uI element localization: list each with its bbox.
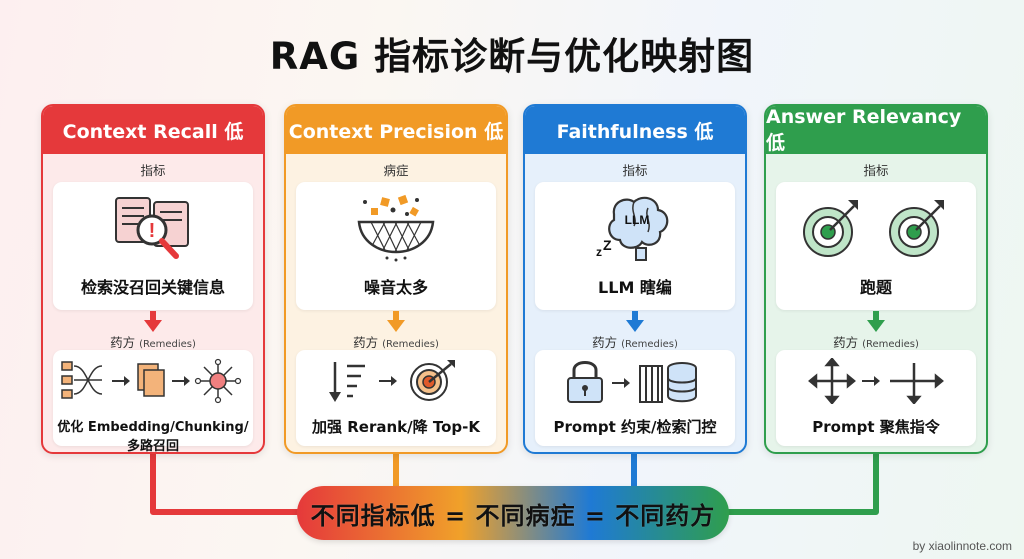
symptom-panel: 跑题 [776, 182, 976, 310]
remedy-text: 加强 Rerank/降 Top-K [312, 418, 480, 436]
symptom-panel: ! 检索没召回关键信息 [53, 182, 253, 310]
summary-banner: 不同指标低 = 不同病症 = 不同药方 [297, 486, 729, 540]
remedy-panel: Prompt 聚焦指令 [776, 350, 976, 446]
embedding-chunking-network-icon [53, 356, 253, 406]
remedy-label: 药方 (Remedies) [525, 332, 745, 351]
section-label: 指标 [140, 163, 166, 178]
card-header: Context Recall 低 [43, 106, 263, 154]
symptom-panel: LLM z Z LLM 瞎编 [535, 182, 735, 310]
symptom-text: 检索没召回关键信息 [80, 278, 225, 297]
missed-target-icon [776, 190, 976, 266]
remedy-label: 药方 (Remedies) [286, 332, 506, 351]
section-label: 指标 [863, 163, 889, 178]
rerank-target-icon [296, 356, 496, 406]
page-title: RAG 指标诊断与优化映射图 [269, 35, 755, 78]
remedy-label-en: (Remedies) [382, 339, 439, 350]
focus-arrows-icon [776, 356, 976, 406]
remedy-label-en: (Remedies) [139, 339, 196, 350]
sleeping-llm-brain-icon: LLM z Z [535, 190, 735, 266]
remedy-label-en: (Remedies) [621, 339, 678, 350]
arrow-down-icon [525, 311, 745, 333]
llm-label: LLM [625, 213, 650, 227]
document-magnifier-icon: ! [53, 190, 253, 266]
arrow-down-icon [766, 311, 986, 333]
card-header: Answer Relevancy 低 [766, 106, 986, 154]
remedy-label-zh: 药方 [353, 335, 379, 350]
card-context-recall: Context Recall 低 指标 ! 检索没召回关键信息 [41, 104, 265, 454]
remedy-text: 优化 Embedding/Chunking/多路召回 [57, 420, 249, 454]
remedy-label: 药方 (Remedies) [766, 332, 986, 351]
card-context-precision: Context Precision 低 病症 噪音 [284, 104, 508, 454]
card-faithfulness: Faithfulness 低 指标 LLM z Z LLM 瞎编 药方 (Rem… [523, 104, 747, 454]
svg-text:Z: Z [603, 237, 612, 253]
remedy-label-zh: 药方 [110, 335, 136, 350]
arrow-down-icon [43, 311, 263, 333]
connector-red [150, 452, 300, 515]
remedy-label: 药方 (Remedies) [43, 332, 263, 351]
remedy-panel: 加强 Rerank/降 Top-K [296, 350, 496, 446]
arrow-down-icon [286, 311, 506, 333]
section-label: 指标 [622, 163, 648, 178]
lock-gate-database-icon [535, 356, 735, 406]
remedy-label-en: (Remedies) [862, 339, 919, 350]
symptom-text: 噪音太多 [363, 278, 428, 297]
symptom-text: LLM 瞎编 [598, 278, 672, 297]
card-answer-relevancy: Answer Relevancy 低 指标 [764, 104, 988, 454]
remedy-label-zh: 药方 [833, 335, 859, 350]
card-header: Faithfulness 低 [525, 106, 745, 154]
footer-credit: by xiaolinnote.com [912, 539, 1012, 553]
symptom-text: 跑题 [859, 278, 892, 297]
remedy-label-zh: 药方 [592, 335, 618, 350]
noisy-bowl-icon [296, 190, 496, 266]
remedy-text: Prompt 聚焦指令 [812, 418, 940, 436]
section-label: 病症 [383, 163, 409, 178]
symptom-panel: 噪音太多 [296, 182, 496, 310]
remedy-panel: Prompt 约束/检索门控 [535, 350, 735, 446]
summary-text: 不同指标低 = 不同病症 = 不同药方 [310, 501, 716, 530]
card-header: Context Precision 低 [286, 106, 506, 154]
remedy-text: Prompt 约束/检索门控 [553, 418, 717, 436]
svg-text:!: ! [149, 220, 156, 242]
remedy-panel: 优化 Embedding/Chunking/多路召回 [53, 350, 253, 452]
svg-text:z: z [596, 245, 602, 259]
connector-green [726, 452, 879, 515]
